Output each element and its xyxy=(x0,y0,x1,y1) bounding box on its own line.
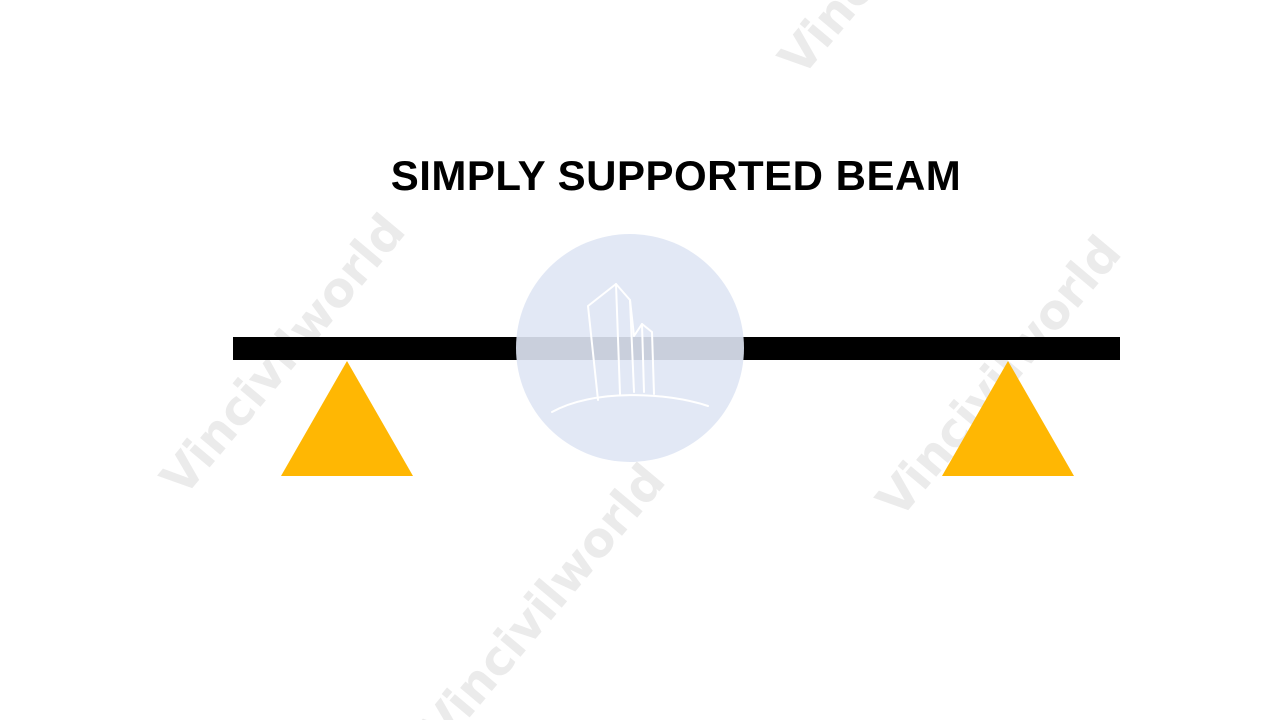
diagram-title: SIMPLY SUPPORTED BEAM xyxy=(390,152,962,199)
right-support-triangle-icon xyxy=(942,361,1074,476)
building-logo-icon xyxy=(516,234,744,462)
watermark-text: Vincivilworld xyxy=(768,0,1034,86)
left-support-triangle-icon xyxy=(281,361,413,476)
watermark-text: Vincivilworld xyxy=(410,453,677,720)
